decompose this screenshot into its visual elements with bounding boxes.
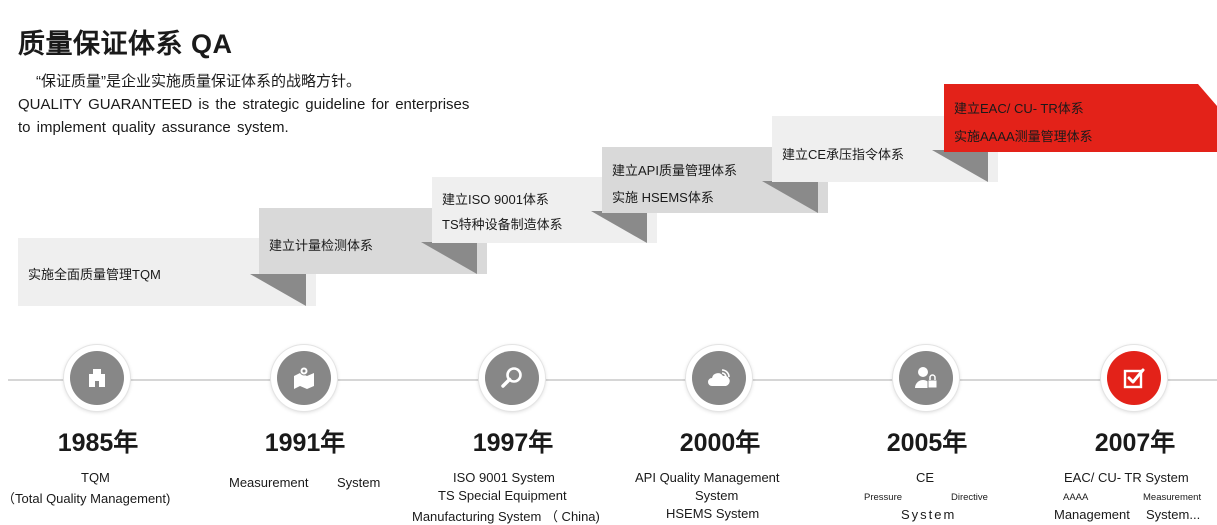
building-icon [89,369,105,387]
intro-chinese: “保证质量”是企业实施质量保证体系的战略方针。 [36,73,361,90]
desc-1985-line-1: TQM [81,470,110,485]
step-label-line-1: 建立API质量管理体系 [612,163,737,178]
step-label: 建立计量检测体系 [269,238,374,253]
milestone-node-2005 [893,345,959,411]
desc-2000-line-1: API Quality Management [635,470,780,485]
fold-triangle [250,274,306,306]
year-1985: 1985年 [57,429,139,457]
checkbox-icon [1123,368,1145,389]
year-1991: 1991年 [264,429,346,457]
step-label-line-1: 建立EAC/ CU- TR体系 [954,101,1084,116]
desc-2000-line-3: HSEMS System [666,506,760,521]
desc-1991-system: System [337,475,381,490]
desc-1997-line-3: Manufacturing System （ China) [412,509,600,524]
desc-2007-system: System... [1146,507,1201,522]
timeline-line [8,379,1217,381]
step-1997: 建立ISO 9001体系 TS特种设备制造体系 [432,177,657,243]
step-label-line-1: 建立ISO 9001体系 [442,192,549,207]
desc-2007-management: Management [1054,507,1130,522]
step-2007: 建立EAC/ CU- TR体系 实施AAAA测量管理体系 [944,84,1217,152]
milestone-node-1985 [64,345,130,411]
map-location-icon [294,366,314,389]
step-label-line-2: TS特种设备制造体系 [442,217,563,232]
milestone-node-2007 [1101,345,1167,411]
desc-1997-line-1: ISO 9001 System [453,470,555,485]
desc-2007-line-1: EAC/ CU- TR System [1064,470,1189,485]
year-2005: 2005年 [886,429,968,457]
page-title: 质量保证体系 QA [18,29,233,59]
desc-2007-measurement: Measurement [1143,492,1202,503]
step-label: 实施全面质量管理TQM [28,267,161,282]
fold-triangle [932,150,988,182]
milestone-node-1997 [479,345,545,411]
desc-1991-measurement: Measurement [229,475,309,490]
desc-1997-line-2: TS Special Equipment [438,488,567,503]
milestone-node-2000 [686,345,752,411]
year-1997: 1997年 [472,429,554,457]
year-2000: 2000年 [679,429,761,457]
desc-2005-pressure: Pressure [864,492,903,503]
intro-english: QUALITY GUARANTEED is the strategic guid… [18,93,538,139]
desc-2005-system: System [901,507,957,522]
year-2007: 2007年 [1094,429,1176,457]
intro-english-line-1: QUALITY GUARANTEED is the strategic guid… [18,96,470,113]
desc-1985-line-2: （Total Quality Management) [2,491,171,506]
step-label-line-2: 实施 HSEMS体系 [612,190,714,205]
fold-triangle [762,181,818,213]
desc-2000-line-2: System [695,488,739,503]
desc-2005-ce: CE [916,470,935,485]
red-arrow-shape [944,84,1217,152]
step-label: 建立CE承压指令体系 [782,147,905,162]
magnifier-icon [501,367,522,388]
cloud-wifi-icon [708,369,730,386]
intro-english-line-2: to implement quality assurance system. [18,119,289,136]
fold-triangle [421,242,477,274]
step-label-line-2: 实施AAAA测量管理体系 [954,129,1093,144]
fold-triangle [591,211,647,243]
user-lock-icon [915,367,938,389]
milestone-node-1991 [271,345,337,411]
desc-2005-directive: Directive [951,492,988,503]
desc-2007-aaaa: AAAA [1063,492,1089,503]
